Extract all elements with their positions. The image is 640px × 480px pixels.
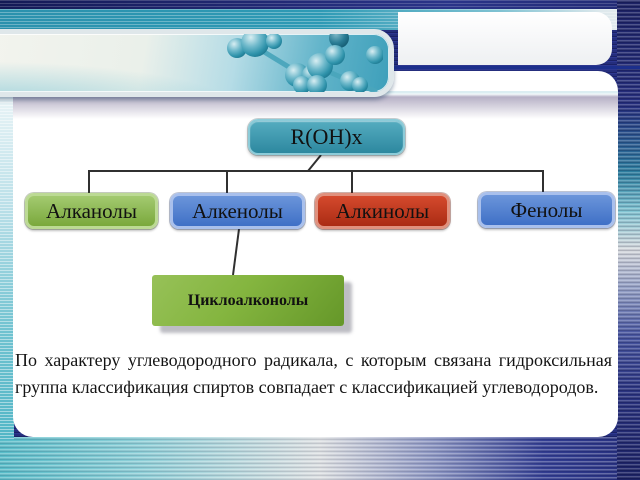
molecule-icon: [227, 34, 383, 92]
node-alkenols: Алкенолы: [170, 193, 305, 229]
node-alkanols: Алканолы: [25, 193, 158, 229]
left-teal-band: [0, 84, 14, 440]
right-gradient-band: [617, 0, 640, 480]
node-cycloalkanols: Циклоалконолы: [152, 275, 344, 326]
top-navy-stripe: [0, 0, 640, 9]
top-right-white-tab: [398, 12, 612, 65]
slide-body-text: По характеру углеводородного радикала, с…: [15, 350, 612, 397]
bottom-gradient-band: [0, 437, 640, 480]
node-root-roh-x: R(OH)x: [248, 119, 405, 155]
node-alkynols: Алкинолы: [315, 193, 450, 229]
header-banner: [0, 29, 394, 97]
node-phenols: Фенолы: [478, 192, 615, 228]
horizontal-divider-line: [380, 66, 640, 69]
